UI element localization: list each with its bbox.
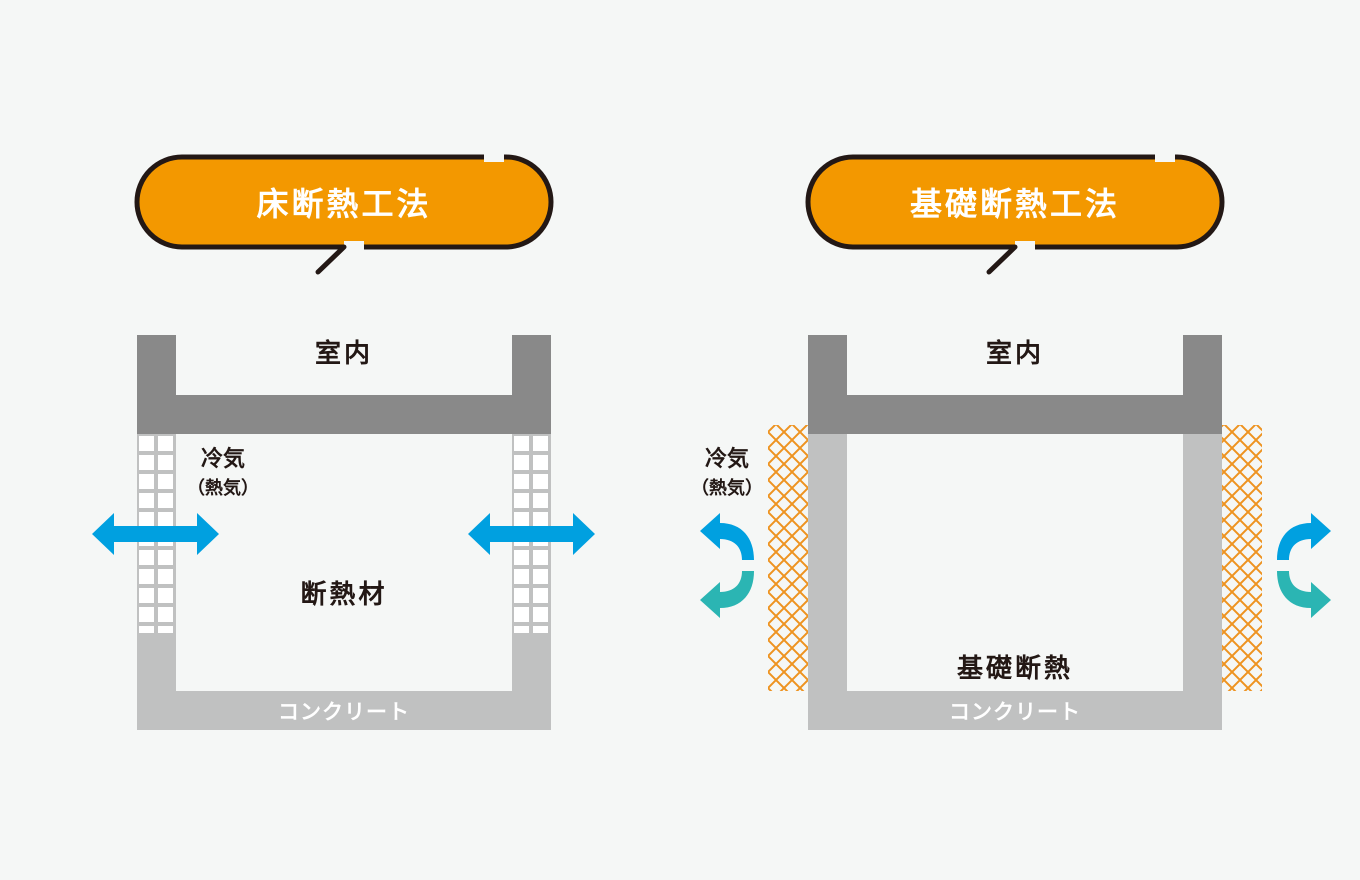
insulation-label: 断熱材 — [300, 579, 387, 610]
room-label: 室内 — [315, 338, 373, 369]
exterior-insulation-right — [1222, 425, 1262, 691]
concrete-label: コンクリート — [949, 700, 1081, 724]
foundation-insulation-panel: 基礎断熱工法 室内 冷気 （熱気） 基礎断熱 コンクリート — [691, 150, 1331, 730]
air-label: 冷気 — [201, 446, 245, 472]
deflected-air-arrows-left — [700, 513, 754, 618]
foundation-wall-right — [1183, 434, 1222, 730]
air-label: 冷気 — [705, 446, 749, 472]
foundation-slab — [137, 691, 551, 730]
title-bubble: 基礎断熱工法 — [805, 150, 1225, 275]
air-sub-label: （熱気） — [187, 477, 259, 499]
title-bubble: 床断熱工法 — [134, 150, 554, 275]
airflow-arrow-right — [468, 513, 595, 555]
bubble-tail — [986, 244, 1018, 275]
room-label: 室内 — [986, 338, 1044, 369]
floor-structure — [137, 335, 551, 434]
air-sub-label: （熱気） — [691, 477, 763, 499]
foundation-wall-left — [808, 434, 847, 730]
exterior-insulation-left — [768, 425, 808, 691]
deflected-air-arrows-right — [1277, 513, 1331, 618]
bubble-tail — [315, 244, 347, 275]
airflow-arrow-left — [92, 513, 219, 555]
concrete-label: コンクリート — [278, 700, 410, 724]
panel-title: 床断熱工法 — [256, 185, 431, 223]
floor-structure — [808, 335, 1222, 434]
foundation-slab — [808, 691, 1222, 730]
floor-insulation-panel: 床断熱工法 室内 冷気 （熱気） 断熱材 コンクリート — [92, 150, 595, 730]
insulation-label: 基礎断熱 — [957, 653, 1073, 684]
panel-title: 基礎断熱工法 — [910, 185, 1120, 223]
